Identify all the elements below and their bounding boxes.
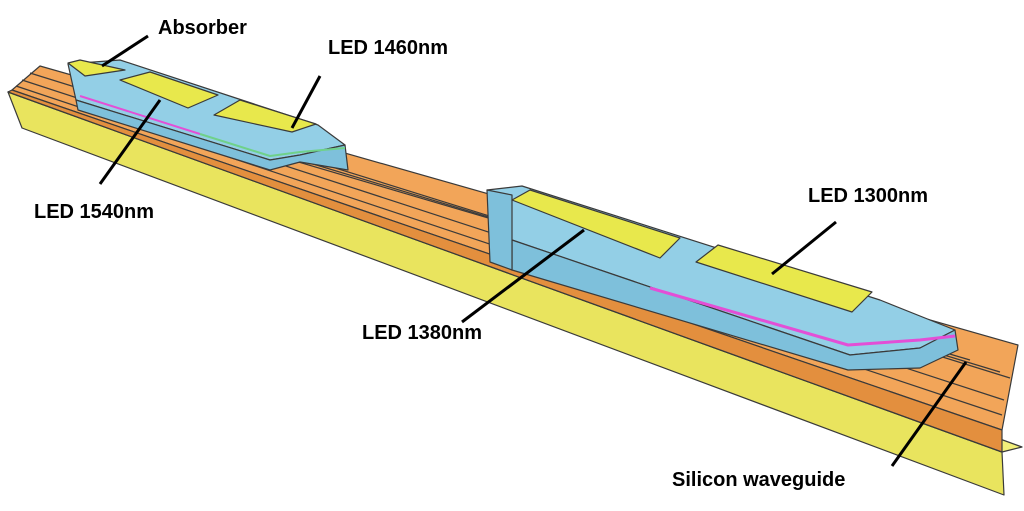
absorber-pad — [67, 59, 126, 77]
leader-absorber — [101, 34, 149, 68]
silicon-waveguide-label: Silicon waveguide — [672, 469, 846, 491]
leader-led-1460 — [290, 75, 322, 129]
led-1460-pad — [213, 99, 317, 133]
led-1300-label: LED 1300nm — [808, 185, 929, 207]
left-active-layer-green — [199, 133, 346, 157]
leader-led-1300 — [771, 220, 837, 276]
absorber-label: Absorber — [158, 17, 247, 39]
leader-silicon-waveguide — [890, 361, 968, 467]
led-1300-pad — [695, 244, 873, 313]
waveguide-side — [7, 89, 1003, 453]
left-active-layer-magenta — [79, 95, 201, 135]
led-1540-pad — [119, 71, 219, 109]
leader-lines — [98, 34, 968, 467]
leader-led-1380 — [461, 228, 585, 324]
left-device-mesa — [67, 59, 349, 171]
led-1380-pad — [511, 189, 681, 259]
led-1540-label: LED 1540nm — [34, 201, 155, 223]
right-mesa-front-face — [486, 189, 513, 271]
left-mesa-side — [75, 99, 349, 171]
right-mesa-side — [511, 239, 959, 371]
leader-led-1540 — [98, 99, 162, 185]
right-device-mesa — [486, 185, 959, 371]
led-1460-label: LED 1460nm — [328, 37, 449, 59]
right-active-layer-magenta — [649, 286, 956, 347]
led-1380-label: LED 1380nm — [362, 322, 483, 344]
